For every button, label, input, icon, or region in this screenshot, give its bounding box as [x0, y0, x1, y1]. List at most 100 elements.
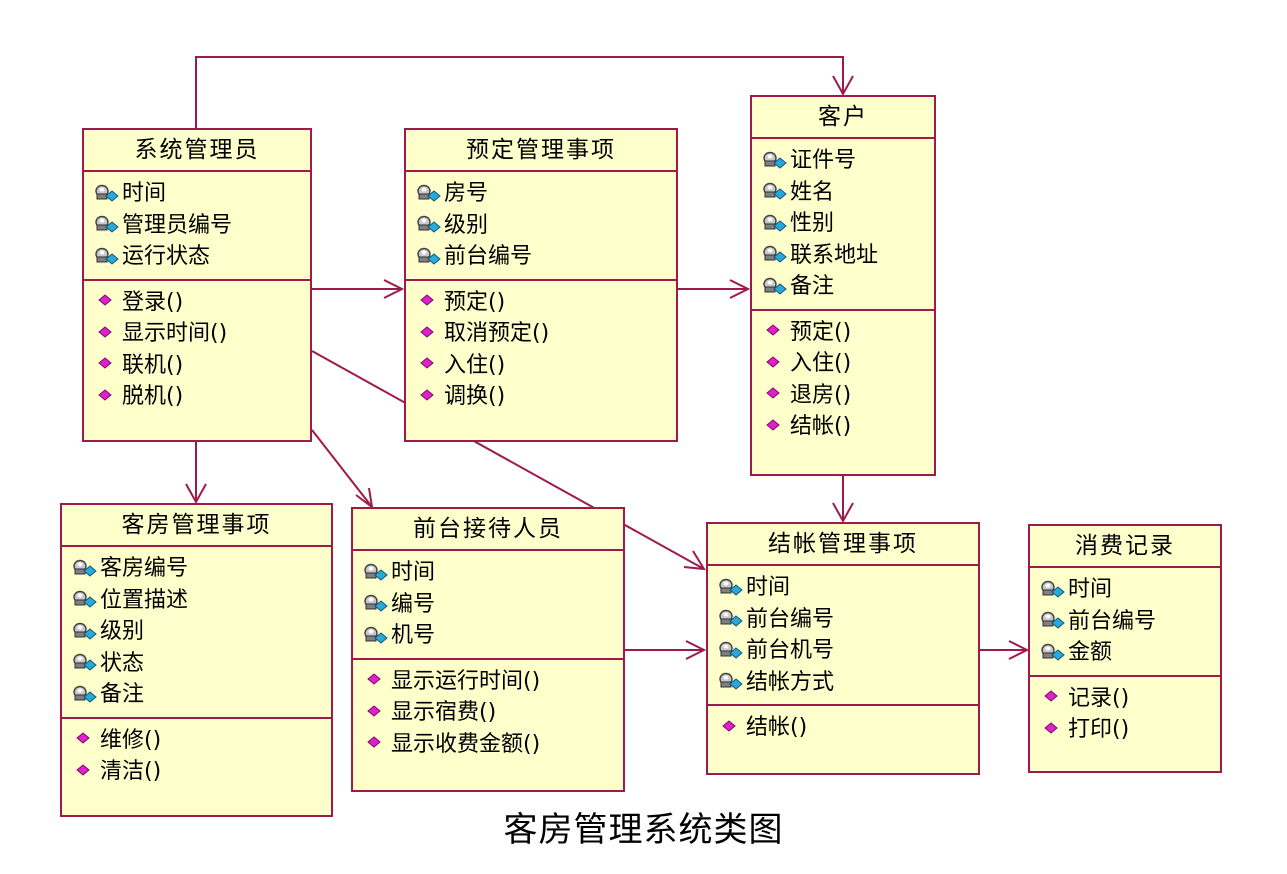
class-customer[interactable]: 客户证件号姓名性别联系地址备注预定() 入住()退房()结帐(): [750, 95, 936, 476]
operation-label: 预定(): [790, 319, 852, 345]
operation-row[interactable]: 入住(): [762, 348, 934, 380]
operation-icon: [416, 323, 444, 345]
operation-row[interactable]: 联机(): [94, 350, 310, 382]
attribute-label: 备注: [100, 682, 145, 707]
operation-row[interactable]: 预定(): [416, 287, 676, 319]
arrowhead: [729, 279, 751, 299]
attribute-label: 时间: [1068, 577, 1113, 602]
attribute-row[interactable]: 编号: [363, 589, 623, 621]
diagram-caption: 客房管理系统类图: [503, 810, 784, 850]
attribute-row[interactable]: 客房编号: [72, 553, 331, 585]
attribute-row[interactable]: 运行状态: [94, 241, 310, 273]
operation-row[interactable]: 预定(): [762, 317, 934, 349]
attribute-icon: [762, 213, 790, 235]
attribute-row[interactable]: 级别: [72, 616, 331, 648]
operation-row[interactable]: 打印(): [1040, 714, 1220, 746]
attribute-label: 时间: [391, 560, 436, 585]
operations-section: 显示运行时间()显示宿费()显示收费金额(): [353, 660, 623, 767]
attribute-row[interactable]: 联系地址: [762, 240, 934, 272]
class-name: 结帐管理事项: [708, 524, 978, 566]
attribute-icon: [416, 246, 444, 268]
attribute-row[interactable]: 金额: [1040, 637, 1220, 669]
operations-section: 预定() 入住()退房()结帐(): [752, 311, 934, 449]
attributes-section: 时间管理员编号运行状态: [84, 172, 310, 281]
operation-row[interactable]: 入住(): [416, 350, 676, 382]
operation-row[interactable]: 显示运行时间(): [363, 666, 623, 698]
attribute-icon: [94, 246, 122, 268]
attribute-row[interactable]: 备注: [762, 271, 934, 303]
operation-row[interactable]: 登录(): [94, 287, 310, 319]
attribute-row[interactable]: 位置描述: [72, 585, 331, 617]
arrowhead: [383, 279, 405, 299]
operation-row[interactable]: 取消预定(): [416, 318, 676, 350]
class-admin[interactable]: 系统管理员时间管理员编号运行状态登录() 显示时间()联机() 脱机(): [82, 128, 312, 442]
attribute-row[interactable]: 时间: [1040, 574, 1220, 606]
attribute-label: 性别: [790, 211, 835, 236]
attribute-row[interactable]: 管理员编号: [94, 210, 310, 242]
attribute-icon: [762, 244, 790, 266]
attribute-label: 房号: [444, 181, 489, 206]
operation-row[interactable]: 调换(): [416, 381, 676, 413]
class-room[interactable]: 客房管理事项客房编号位置描述级别状态备注维修()清洁(): [60, 503, 333, 817]
attribute-row[interactable]: 房号: [416, 178, 676, 210]
attribute-row[interactable]: 前台编号: [1040, 606, 1220, 638]
attribute-label: 位置描述: [100, 587, 189, 613]
attribute-row[interactable]: 级别: [416, 210, 676, 242]
attributes-section: 时间前台编号前台机号结帐方式: [708, 566, 978, 706]
attribute-icon: [363, 593, 391, 615]
class-booking[interactable]: 预定管理事项房号级别前台编号预定() 取消预定()入住()调换(): [404, 128, 678, 442]
attribute-row[interactable]: 前台编号: [718, 604, 978, 636]
operation-icon: [762, 353, 790, 375]
operation-row[interactable]: 清洁(): [72, 756, 331, 788]
operation-icon: [94, 323, 122, 345]
operation-label: 结帐(): [746, 715, 808, 740]
attribute-label: 时间: [122, 181, 167, 206]
operation-row[interactable]: 结帐(): [762, 411, 934, 443]
operation-label: 登录(): [122, 289, 184, 315]
attribute-row[interactable]: 性别: [762, 208, 934, 240]
arrowhead: [832, 502, 854, 524]
attribute-row[interactable]: 状态: [72, 648, 331, 680]
attribute-row[interactable]: 时间: [363, 557, 623, 589]
attribute-icon: [762, 181, 790, 203]
operation-row[interactable]: 显示时间(): [94, 318, 310, 350]
class-front[interactable]: 前台接待人员时间编号机号显示运行时间()显示宿费()显示收费金额(): [351, 507, 625, 792]
class-name: 预定管理事项: [406, 130, 676, 172]
arrowhead: [832, 75, 854, 97]
operation-label: 记录(): [1068, 685, 1130, 711]
attribute-label: 运行状态: [122, 244, 211, 269]
assoc-admin-billing: [311, 350, 705, 570]
class-name: 系统管理员: [84, 130, 310, 172]
class-name: 客户: [752, 97, 934, 139]
assoc-admin-front: [311, 429, 373, 508]
attribute-row[interactable]: 证件号: [762, 145, 934, 177]
attribute-row[interactable]: 姓名: [762, 177, 934, 209]
attribute-row[interactable]: 时间: [718, 572, 978, 604]
operation-row[interactable]: 维修(): [72, 725, 331, 757]
attribute-row[interactable]: 备注: [72, 679, 331, 711]
operation-row[interactable]: 结帐(): [718, 712, 978, 744]
attribute-label: 级别: [100, 619, 145, 644]
attribute-icon: [762, 276, 790, 298]
attribute-label: 机号: [391, 623, 436, 648]
class-billing[interactable]: 结帐管理事项时间前台编号前台机号结帐方式结帐(): [706, 522, 980, 775]
operation-row[interactable]: 脱机(): [94, 381, 310, 413]
attribute-row[interactable]: 时间: [94, 178, 310, 210]
attribute-row[interactable]: 结帐方式: [718, 667, 978, 699]
operation-row[interactable]: 退房(): [762, 380, 934, 412]
operation-icon: [72, 729, 100, 751]
operation-label: 联机(): [122, 352, 184, 378]
operation-icon: [363, 733, 391, 755]
operation-row[interactable]: 显示收费金额(): [363, 729, 623, 761]
operation-row[interactable]: 记录(): [1040, 683, 1220, 715]
attribute-row[interactable]: 前台机号: [718, 635, 978, 667]
operation-label: 调换(): [444, 384, 506, 409]
operation-label: 清洁(): [100, 759, 162, 784]
operation-label: 预定(): [444, 289, 506, 315]
attribute-row[interactable]: 前台编号: [416, 241, 676, 273]
class-record[interactable]: 消费记录时间前台编号金额记录()打印(): [1028, 524, 1222, 773]
attribute-row[interactable]: 机号: [363, 620, 623, 652]
attributes-section: 时间编号机号: [353, 551, 623, 660]
operation-row[interactable]: 显示宿费(): [363, 697, 623, 729]
attribute-icon: [363, 625, 391, 647]
